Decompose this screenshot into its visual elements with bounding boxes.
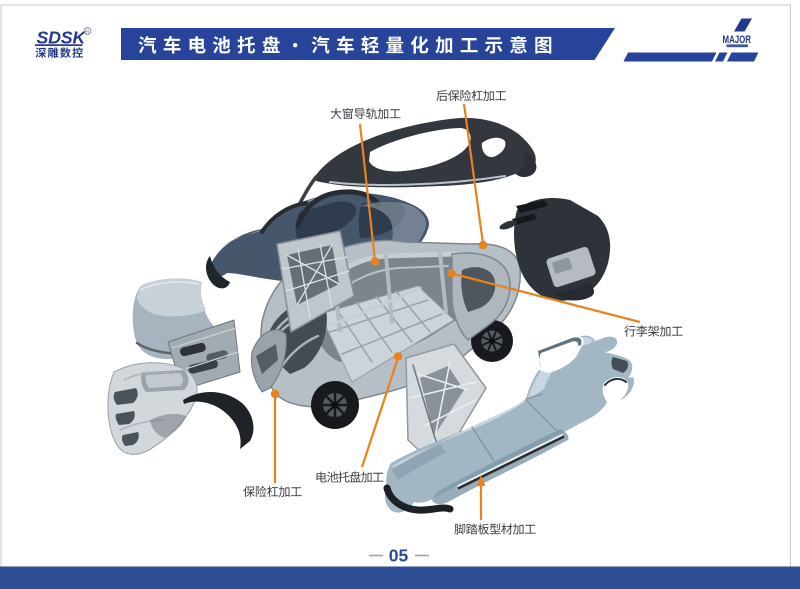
svg-text:R: R bbox=[86, 30, 90, 36]
svg-text:SDSK: SDSK bbox=[37, 28, 87, 48]
svg-text:05: 05 bbox=[389, 546, 409, 566]
svg-text:MAJOR: MAJOR bbox=[723, 34, 752, 46]
